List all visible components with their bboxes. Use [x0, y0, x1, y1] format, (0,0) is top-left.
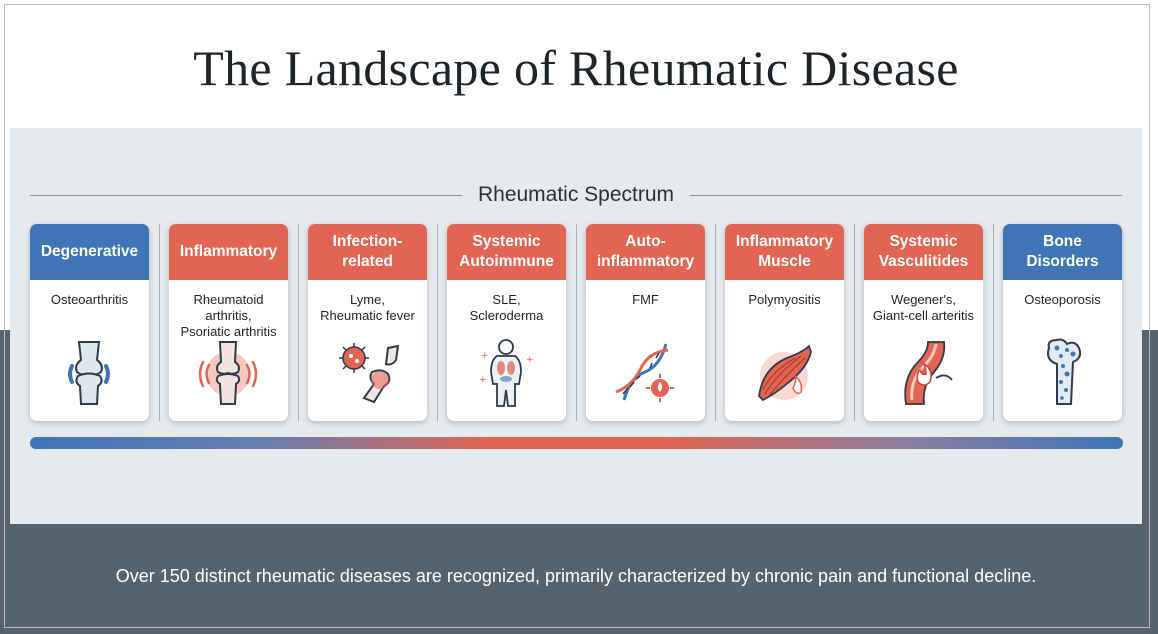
card-title: Bone Disorders	[1003, 224, 1122, 280]
card-systemic-vasculitides: Systemic Vasculitides Wegener's, Giant-c…	[864, 224, 983, 421]
spectrum-gradient-bar	[30, 437, 1123, 449]
porous-bone-icon	[1047, 338, 1082, 405]
spectrum-line-left	[30, 194, 462, 196]
footer-banner: Over 150 distinct rheumatic diseases are…	[10, 524, 1142, 628]
card-divider	[298, 224, 299, 421]
card-examples: Lyme, Rheumatic fever	[320, 292, 415, 323]
body-organs-icon: + + +	[479, 339, 534, 407]
card-divider	[993, 224, 994, 421]
svg-text:+: +	[481, 351, 489, 361]
card-divider	[715, 224, 716, 421]
spectrum-line-right	[690, 194, 1123, 196]
knee-joint-icon	[68, 341, 110, 405]
title-area: The Landscape of Rheumatic Disease	[10, 8, 1142, 128]
card-title: Systemic Autoimmune	[447, 224, 566, 280]
card-examples: Polymyositis	[748, 292, 821, 307]
card-divider	[576, 224, 577, 421]
card-inflammatory-muscle: Inflammatory Muscle Polymyositis	[725, 224, 844, 421]
blood-vessel-icon	[904, 341, 953, 405]
spectrum-header: Rheumatic Spectrum	[30, 180, 1123, 210]
dna-icon	[615, 343, 674, 402]
card-divider	[854, 224, 855, 421]
card-title: Infection- related	[308, 224, 427, 280]
card-title: Auto- inflammatory	[586, 224, 705, 280]
muscle-icon	[758, 344, 812, 402]
category-cards: Degenerative Osteoarthritis Inflammatory…	[30, 224, 1124, 422]
card-infection-related: Infection- related Lyme, Rheumatic fever	[308, 224, 427, 421]
card-divider	[159, 224, 160, 421]
pathogen-joint-icon	[339, 343, 400, 404]
card-bone-disorders: Bone Disorders Osteoporosis	[1003, 224, 1122, 421]
spectrum-panel: Rheumatic Spectrum Degenerative Osteoart…	[10, 128, 1142, 524]
card-examples: Wegener's, Giant-cell arteritis	[872, 292, 975, 323]
card-inflammatory: Inflammatory Rheumatoid arthritis, Psori…	[169, 224, 288, 421]
card-examples: Osteoarthritis	[50, 292, 129, 307]
card-degenerative: Degenerative Osteoarthritis	[30, 224, 149, 421]
card-examples: Osteoporosis	[1024, 292, 1101, 307]
card-title: Degenerative	[30, 224, 149, 280]
card-autoinflammatory: Auto- inflammatory FMF	[586, 224, 705, 421]
footer-text: Over 150 distinct rheumatic diseases are…	[115, 565, 1037, 586]
card-systemic-autoimmune: Systemic Autoimmune SLE, Scleroderma + +…	[447, 224, 566, 421]
card-title: Inflammatory Muscle	[725, 224, 844, 280]
page-title: The Landscape of Rheumatic Disease	[193, 40, 959, 96]
card-title: Inflammatory	[169, 224, 288, 280]
inflamed-joint-icon	[198, 341, 258, 405]
spectrum-label: Rheumatic Spectrum	[477, 183, 675, 206]
card-examples: FMF	[632, 292, 659, 307]
card-examples: Rheumatoid arthritis, Psoriatic arthriti…	[180, 292, 277, 339]
card-examples: SLE, Scleroderma	[469, 292, 544, 323]
svg-text:+: +	[479, 375, 487, 385]
card-title: Systemic Vasculitides	[864, 224, 983, 280]
svg-text:+: +	[526, 355, 534, 365]
card-divider	[437, 224, 438, 421]
